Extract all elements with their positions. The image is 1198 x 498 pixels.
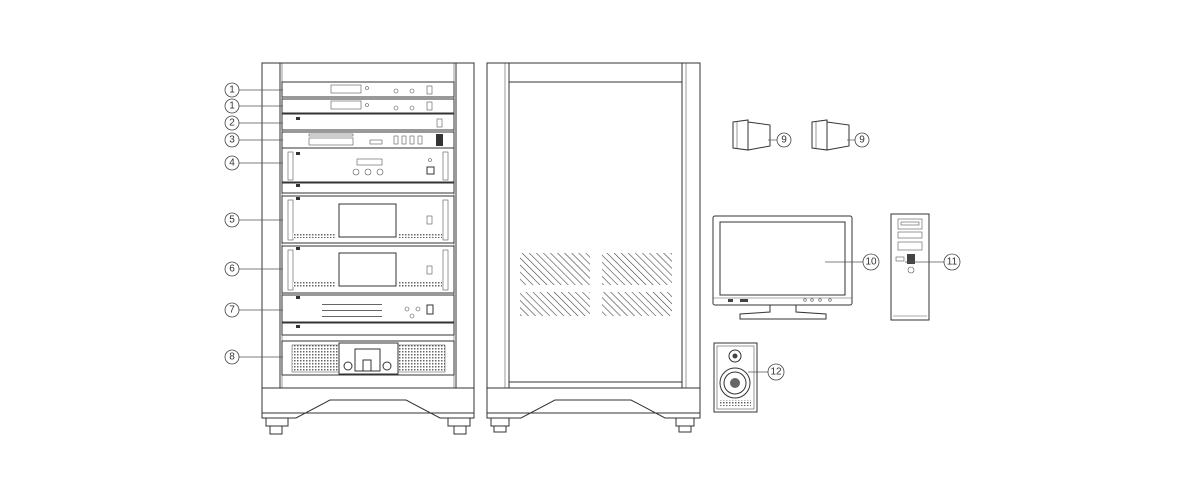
callout-1b: 1 [224, 98, 283, 114]
callout-6: 6 [224, 261, 283, 277]
svg-text:6: 6 [229, 264, 235, 275]
loudspeaker-cabinet [713, 342, 758, 413]
wall-speaker-1 [732, 119, 771, 151]
rack-blank-panel-1 [281, 182, 455, 194]
svg-text:1: 1 [229, 85, 235, 96]
callout-9b: 9 [847, 132, 870, 148]
callout-9a: 9 [768, 132, 792, 148]
rack-unit-3 [281, 131, 455, 149]
svg-text:2: 2 [229, 118, 235, 129]
vent-grille [602, 292, 672, 316]
vent-grille [520, 253, 590, 285]
vent-grille [520, 292, 590, 316]
rack-unit-8-amplifier [281, 340, 455, 376]
callout-11: 11 [905, 253, 961, 271]
open-rack-cabinet [261, 62, 475, 435]
svg-text:1: 1 [229, 101, 235, 112]
callout-10: 10 [825, 253, 880, 271]
rack-unit-7 [281, 294, 455, 323]
svg-text:10: 10 [865, 257, 877, 268]
rack-unit-5 [281, 195, 455, 244]
callout-2: 2 [224, 115, 283, 131]
caster-right [447, 417, 471, 435]
svg-text:5: 5 [229, 215, 235, 226]
callouts: 1 1 2 3 4 5 6 7 8 9 9 10 11 12 [224, 82, 961, 381]
rack-unit-1a [281, 81, 455, 98]
lcd-monitor [712, 215, 853, 320]
wall-speaker-2 [811, 119, 850, 151]
callout-4: 4 [224, 155, 283, 171]
callout-12: 12 [748, 363, 785, 381]
svg-text:8: 8 [229, 352, 235, 363]
callout-8: 8 [224, 349, 283, 365]
svg-text:7: 7 [229, 305, 235, 316]
rack-unit-6 [281, 245, 455, 294]
rack-unit-2 [281, 113, 455, 131]
svg-text:9: 9 [859, 135, 865, 146]
rack-unit-1b [281, 98, 455, 114]
svg-text:12: 12 [770, 367, 782, 378]
callout-7: 7 [224, 302, 283, 318]
rack-unit-4 [281, 147, 455, 183]
closed-rack-cabinet [486, 62, 701, 433]
svg-text:9: 9 [781, 135, 787, 146]
vent-grille [602, 253, 672, 285]
pc-tower [890, 213, 930, 321]
callout-3: 3 [224, 132, 283, 148]
svg-text:3: 3 [229, 135, 235, 146]
callout-1a: 1 [224, 82, 283, 98]
svg-text:11: 11 [947, 257, 958, 268]
caster-left [265, 417, 289, 435]
rack-blank-panel-2 [281, 322, 455, 336]
callout-5: 5 [224, 212, 283, 228]
svg-text:4: 4 [229, 158, 235, 169]
